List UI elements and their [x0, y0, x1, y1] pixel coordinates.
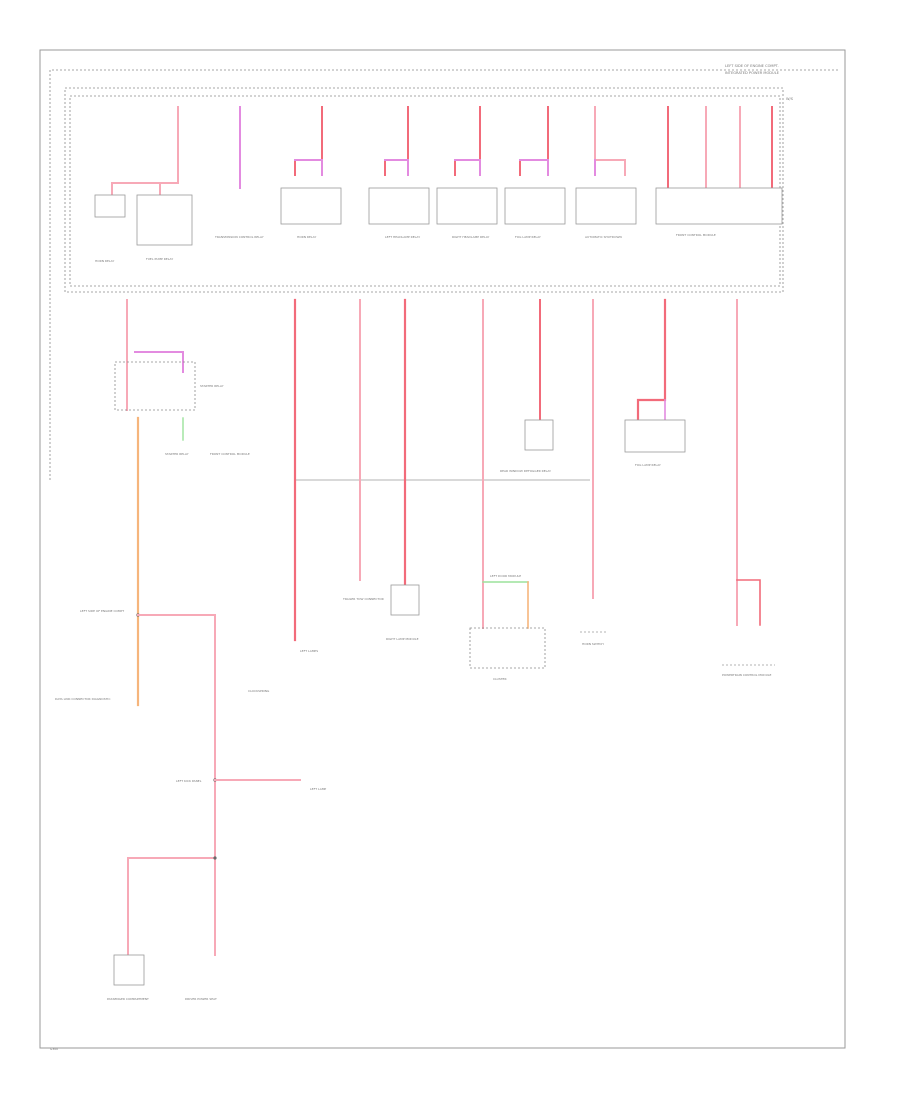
horn-branch: CLOCKSPRING LEFT KICK PANEL LEFT LAMP PA…	[107, 614, 326, 1001]
wire-pink-1	[111, 106, 179, 196]
trailer-label: TRAILER TOW CONNECTOR	[342, 597, 384, 601]
left-side-engine-label: LEFT SIDE OF ENGINE COMPT	[80, 609, 124, 613]
wire-red-rhl	[454, 106, 481, 176]
header-line-1: LEFT SIDE OF ENGINE COMPT.	[725, 64, 779, 68]
left-kick-label: LEFT KICK PANEL	[176, 779, 202, 783]
corner-label: W/S	[786, 97, 794, 101]
starter-branch: STARTER RELAY STARTER RELAY FRONT CONTRO…	[55, 299, 250, 707]
cluster-outline	[469, 627, 546, 669]
horn-relay-label: HORN RELAY	[95, 259, 114, 263]
horn-switch-label: HORN SWITCH	[582, 642, 604, 646]
trans-relay-label: TRANSMISSION CONTROL RELAY	[214, 235, 264, 239]
driver-seat-label: DRIVER POWER SEAT	[185, 997, 217, 1001]
wire-magenta-lhl	[384, 159, 409, 176]
right-lamp-box	[390, 584, 420, 616]
fog-relay-label: FOG LAMP RELAY	[515, 235, 541, 239]
diagram-frame	[39, 49, 846, 1049]
wire-red-powertrain-2	[736, 579, 761, 626]
obd-label: DATA LINK CONNECTOR DIAGNOSTIC	[55, 697, 110, 701]
wire-magenta-rhl	[454, 159, 481, 176]
wire-pink-passenger-feed	[127, 857, 216, 961]
left-door-label: LEFT DOOR MODULE	[490, 574, 521, 578]
passenger-label: PASSENGER COMPARTMENT	[107, 997, 149, 1001]
clockspring-label: CLOCKSPRING	[248, 689, 270, 693]
wire-red-lhl	[384, 106, 409, 176]
right-headlamp-label: RIGHT HEADLAMP RELAY	[452, 235, 490, 239]
right-lamp-label: RIGHT LAMP MODULE	[386, 637, 419, 641]
cluster-label: CLUSTER	[493, 677, 507, 681]
starter-sub-1: STARTER RELAY	[165, 452, 189, 456]
wire-magenta-fog	[519, 159, 549, 176]
left-lamps-label: LEFT LAMPS	[300, 649, 318, 653]
fuel-pump-relay-box	[136, 194, 193, 246]
wire-red-fog	[519, 106, 549, 176]
center-branches: LEFT LAMPS TRAILER TOW CONNECTOR RIGHT L…	[293, 298, 775, 681]
fog-relay-box	[504, 187, 566, 225]
wire-magenta-starter	[134, 351, 184, 373]
power-module-fuses: HORN RELAY FUEL PUMP RELAY TRANSMISSION …	[94, 106, 783, 263]
left-lamp-2-label: LEFT LAMP	[310, 787, 326, 791]
rear-window-box	[524, 419, 554, 451]
asd-relay-box	[575, 187, 637, 225]
splice-node-3	[213, 856, 217, 860]
wire-magenta-horn2	[294, 159, 323, 176]
passenger-module-box	[113, 954, 145, 986]
front-control-module-box	[655, 187, 783, 225]
rear-window-label: REAR WINDOW DEFOGGER RELAY	[500, 469, 551, 473]
engine-compartment-border	[49, 69, 840, 480]
left-headlamp-relay-box	[368, 187, 430, 225]
horn-relay-2-box	[280, 187, 342, 225]
fcm-label: FRONT CONTROL MODULE	[676, 233, 716, 237]
wire-red-fog-lamp	[636, 298, 667, 422]
starter-relay-outline	[114, 361, 196, 411]
starter-relay-label: STARTER RELAY	[200, 384, 224, 388]
powertrain-label: POWERTRAIN CONTROL MODULE	[722, 673, 772, 677]
asd-relay-label: AUTOMATIC SHUTDOWN	[585, 235, 622, 239]
wire-pink-asd	[594, 106, 626, 176]
power-module-border	[64, 87, 784, 293]
starter-sub-2: FRONT CONTROL MODULE	[210, 452, 250, 456]
horn-relay-box	[94, 194, 126, 218]
right-headlamp-relay-box	[436, 187, 498, 225]
fog-lamp-relay-box	[624, 419, 686, 453]
left-headlamp-label: LEFT HEADLAMP RELAY	[385, 235, 420, 239]
fog-lamp-relay-label: FOG LAMP RELAY	[635, 463, 661, 467]
footer-label: G300	[50, 1047, 58, 1051]
horn-relay-2-label: HORN RELAY	[297, 235, 316, 239]
wire-red-horn2	[294, 106, 323, 176]
header-line-2: INTEGRATED POWER MODULE	[725, 71, 780, 75]
fuel-pump-relay-label: FUEL PUMP RELAY	[146, 257, 173, 261]
